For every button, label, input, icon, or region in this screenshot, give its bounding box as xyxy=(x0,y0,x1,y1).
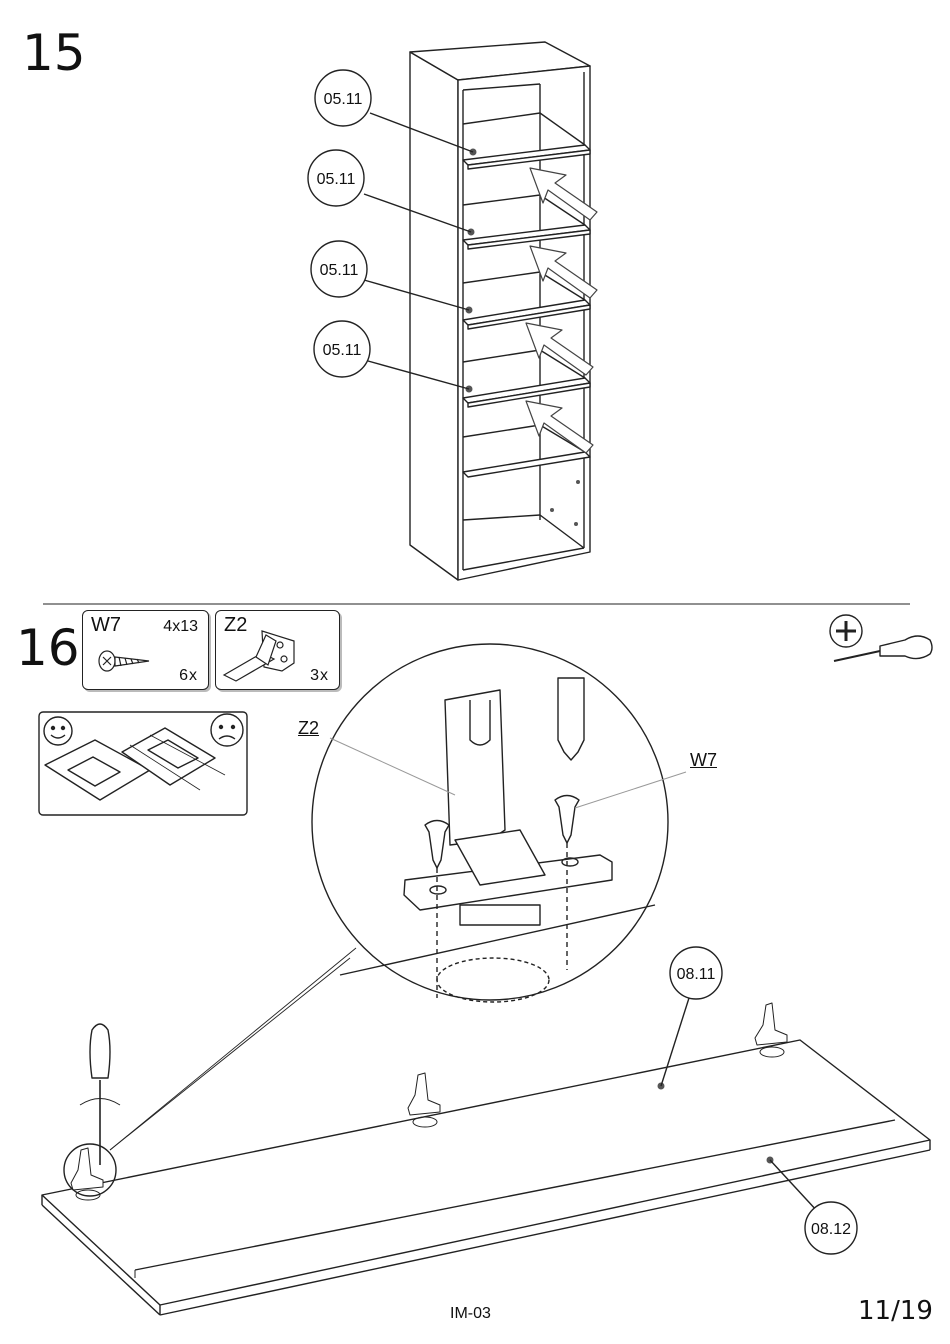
part-qty: 3x xyxy=(310,667,329,685)
phillips-screwdriver-icon xyxy=(830,615,932,661)
part-code: W7 xyxy=(91,614,121,637)
detail-label-screw: W7 xyxy=(690,750,717,771)
part-size: 4x13 xyxy=(163,618,198,636)
shelf-label-3: 05.11 xyxy=(320,262,359,279)
part-box-w7: W7 4x13 6x xyxy=(82,610,209,690)
page-number: 11/19 xyxy=(858,1296,933,1326)
shelf-label-4: 05.11 xyxy=(323,342,362,359)
bookcase-illustration xyxy=(308,42,597,580)
bracket-icon xyxy=(222,623,302,683)
part-box-z2: Z2 3x xyxy=(215,610,340,690)
panel-label-top: 08.11 xyxy=(677,966,716,983)
document-code: IM-03 xyxy=(450,1305,491,1323)
screw-icon xyxy=(97,647,157,677)
shelf-label-1: 05.11 xyxy=(324,91,363,108)
part-qty: 6x xyxy=(179,667,198,685)
handling-hint-box xyxy=(39,712,247,815)
detail-label-bracket: Z2 xyxy=(298,718,319,739)
shelf-label-2: 05.11 xyxy=(317,171,356,188)
panel-label-bottom: 08.12 xyxy=(811,1221,851,1238)
